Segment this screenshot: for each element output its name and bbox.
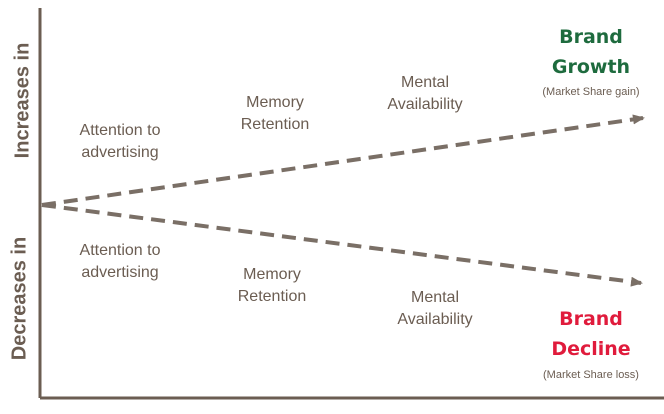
brand-growth-line2: Growth	[551, 56, 631, 78]
step-label-line1: Attention to	[79, 242, 161, 259]
market-share-loss-note: (Market Share loss)	[543, 369, 639, 381]
decline-arrow	[41, 203, 643, 287]
step-label-line1: Mental	[400, 74, 450, 91]
brand-decline-line1: Brand	[559, 308, 623, 330]
step-label-line2: Availability	[387, 96, 463, 113]
step-label-line2: advertising	[81, 264, 159, 281]
step-label-line2: Retention	[237, 288, 307, 305]
decreases-axis-label: Decreases in	[8, 236, 31, 361]
decline-step-mental: Mental Availability	[370, 287, 500, 331]
growth-step-mental: Mental Availability	[360, 72, 490, 116]
growth-step-attention: Attention to advertising	[50, 120, 190, 164]
decline-step-attention: Attention to advertising	[50, 240, 190, 284]
brand-growth-title: Brand Growth	[536, 22, 646, 82]
step-label-line1: Mental	[410, 289, 460, 306]
step-label-line2: advertising	[81, 144, 159, 161]
step-label-line1: Memory	[246, 94, 304, 111]
step-label-line2: Retention	[240, 116, 310, 133]
market-share-gain-note: (Market Share gain)	[542, 86, 640, 98]
step-label-line2: Availability	[397, 311, 473, 328]
growth-step-memory: Memory Retention	[215, 92, 335, 136]
decline-step-memory: Memory Retention	[212, 264, 332, 308]
step-label-line1: Memory	[243, 266, 301, 283]
increases-axis-label: Increases in	[11, 42, 34, 159]
step-label-line1: Attention to	[79, 122, 161, 139]
brand-growth-line1: Brand	[559, 26, 623, 48]
brand-decline-title: Brand Decline	[536, 304, 646, 364]
growth-arrow	[41, 114, 645, 207]
brand-decline-line2: Decline	[551, 338, 631, 360]
